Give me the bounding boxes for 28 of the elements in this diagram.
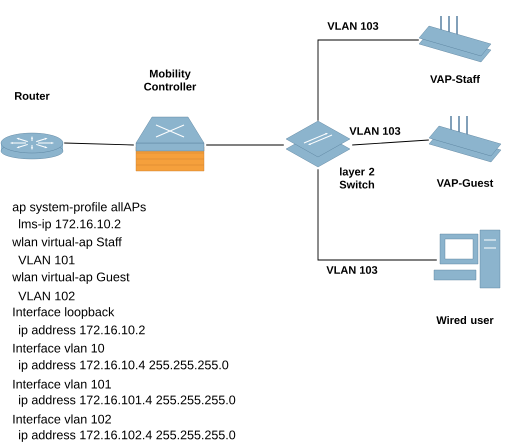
connector-line	[318, 168, 438, 260]
config-line: Interface vlan 101	[13, 379, 111, 389]
device-label: Mobility Controller	[144, 69, 196, 91]
connector-line	[206, 144, 284, 146]
device-label: VAP-Staff	[430, 74, 480, 84]
config-line: ip address 172.16.10.4 255.255.255.0	[19, 360, 228, 372]
edge-label: VLAN 103	[326, 21, 380, 31]
config-line: ip address 172.16.10.2	[19, 325, 145, 337]
config-line: Interface vlan 102	[13, 414, 111, 424]
config-line: VLAN 102	[18, 292, 75, 300]
connector-line	[64, 142, 134, 146]
config-line: wlan virtual-ap Guest	[12, 272, 130, 284]
device-label: Wired user	[436, 316, 494, 324]
connector-line	[352, 140, 430, 146]
edge-label: VLAN 103	[348, 126, 402, 136]
edge-label: VLAN 103	[325, 265, 379, 275]
device-label: Router	[15, 92, 50, 100]
device-label: layer 2 Switch	[340, 167, 374, 189]
device-label: VAP-Guest	[436, 179, 494, 187]
config-line: Interface loopback	[13, 307, 114, 319]
config-line: ap system-profile allAPs	[12, 202, 146, 214]
config-line: ip address 172.16.102.4 255.255.255.0	[19, 430, 236, 442]
config-line: lms-ip 172.16.10.2	[19, 219, 120, 231]
connector-line	[318, 40, 420, 122]
config-line: wlan virtual-ap Staff	[12, 237, 122, 249]
config-line: Interface vlan 10	[13, 343, 104, 353]
config-line: ip address 172.16.101.4 255.255.255.0	[19, 395, 236, 407]
config-line: VLAN 101	[18, 256, 75, 264]
